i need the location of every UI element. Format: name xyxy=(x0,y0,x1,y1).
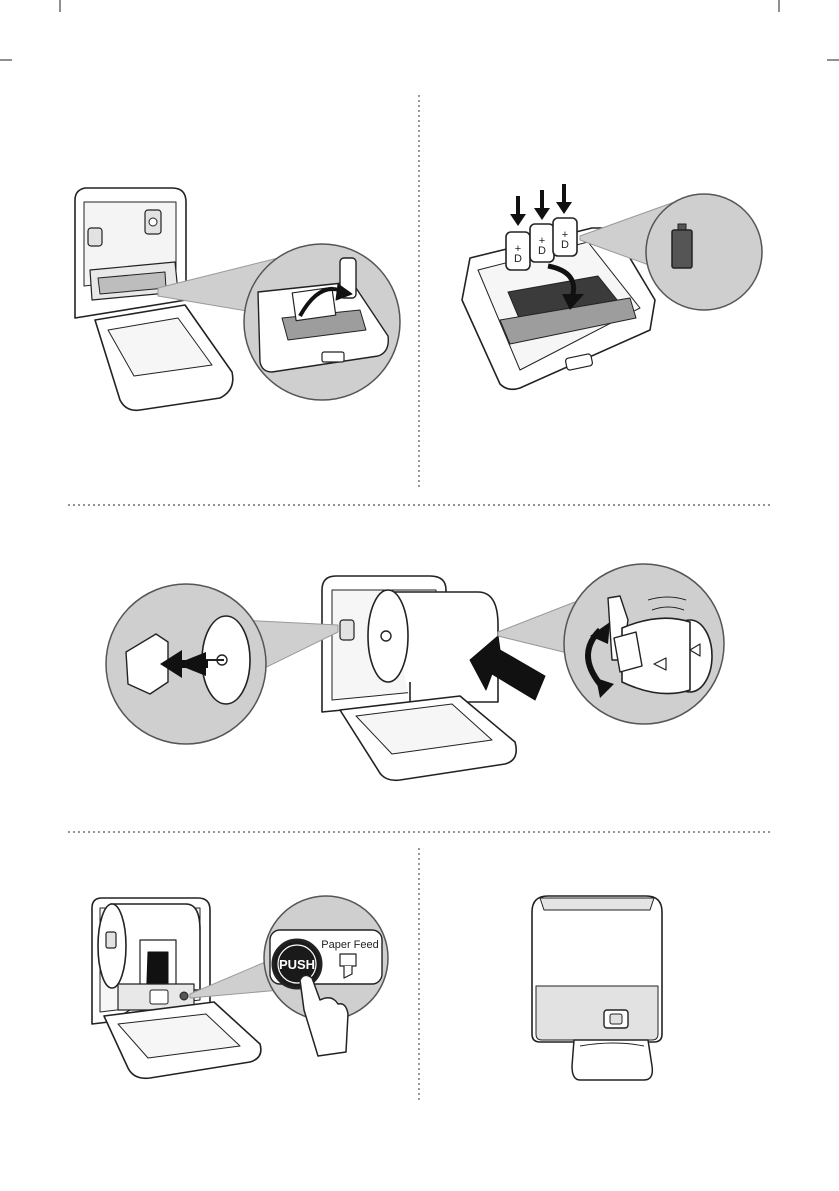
battery-3: + D xyxy=(553,218,577,256)
push-button-label: PUSH xyxy=(279,957,315,972)
battery-2-label: D xyxy=(538,245,546,257)
step4-illustration: PUSH Paper Feed xyxy=(92,896,388,1078)
battery-3-label: D xyxy=(561,239,569,251)
paper-feed-label: Paper Feed xyxy=(321,939,378,951)
battery-1: + D xyxy=(506,232,530,270)
battery-1-label: D xyxy=(514,253,522,265)
step2-illustration: + D + D + D xyxy=(462,184,762,389)
battery-icon xyxy=(672,224,692,268)
step5-illustration xyxy=(532,896,662,1080)
step3-illustration xyxy=(106,564,724,780)
battery-2: + D xyxy=(530,224,554,262)
crop-marks xyxy=(0,0,839,60)
dispensed-paper xyxy=(572,1040,652,1080)
step1-illustration xyxy=(75,188,400,410)
callout-battery-status xyxy=(646,194,762,310)
